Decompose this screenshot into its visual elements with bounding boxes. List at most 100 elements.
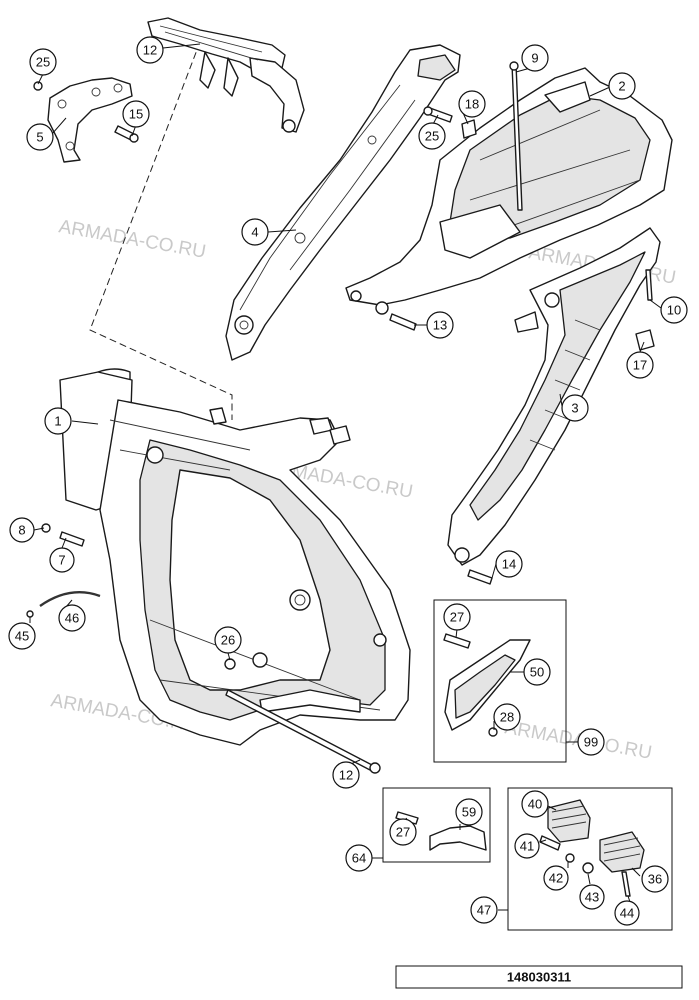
callout-16-label: 17 bbox=[633, 358, 647, 373]
callout-41-label: 41 bbox=[520, 839, 534, 854]
callout-26[interactable]: 26 bbox=[214, 626, 242, 654]
callout-18-label: 25 bbox=[425, 129, 439, 144]
callout-18[interactable]: 25 bbox=[418, 122, 446, 150]
callout-4-label: 4 bbox=[251, 225, 258, 240]
callout-64[interactable]: 64 bbox=[345, 844, 373, 872]
callout-27-kit99-label: 27 bbox=[450, 610, 464, 625]
part-12-bolt bbox=[225, 689, 381, 774]
callout-27-kit64-label: 27 bbox=[396, 825, 410, 840]
document-number: 148030311 bbox=[507, 970, 571, 985]
callout-36[interactable]: 36 bbox=[641, 865, 669, 893]
part-47-hose bbox=[39, 591, 101, 607]
callout-99-label: 99 bbox=[584, 735, 598, 750]
callout-44-label: 44 bbox=[620, 906, 634, 921]
callout-25[interactable]: 25 bbox=[29, 48, 57, 76]
part-5-bracket bbox=[47, 77, 133, 163]
callout-42[interactable]: 42 bbox=[543, 865, 569, 891]
callout-28-label: 28 bbox=[500, 710, 514, 725]
part-16-bushing bbox=[635, 329, 655, 351]
callout-3-label: 3 bbox=[571, 401, 578, 416]
callout-46[interactable]: 45 bbox=[8, 622, 36, 650]
callout-9-label: 8 bbox=[18, 523, 25, 538]
callout-7-label: 12 bbox=[143, 43, 157, 58]
callout-26-label: 26 bbox=[221, 633, 235, 648]
callout-14-label: 14 bbox=[502, 557, 516, 572]
callout-7[interactable]: 12 bbox=[136, 36, 164, 64]
part-4-subframe-rail bbox=[225, 44, 461, 361]
part-26-nut bbox=[224, 658, 236, 670]
callout-64-label: 64 bbox=[352, 851, 366, 866]
callout-41[interactable]: 41 bbox=[514, 833, 540, 859]
callout-10-top-label: 9 bbox=[531, 51, 538, 66]
callout-50-label: 50 bbox=[530, 665, 544, 680]
callout-43-label: 43 bbox=[585, 890, 599, 905]
callout-13[interactable]: 13 bbox=[426, 311, 454, 339]
callout-2-label: 2 bbox=[618, 79, 625, 94]
callout-59[interactable]: 59 bbox=[455, 798, 483, 826]
callout-17-label: 18 bbox=[465, 97, 479, 112]
callout-15[interactable]: 15 bbox=[122, 100, 150, 128]
callout-99[interactable]: 99 bbox=[577, 728, 605, 756]
part-25-nut bbox=[33, 81, 43, 91]
callout-5[interactable]: 5 bbox=[26, 123, 54, 151]
callout-12[interactable]: 12 bbox=[332, 761, 360, 789]
callout-46-label: 45 bbox=[15, 629, 29, 644]
callout-5-label: 5 bbox=[36, 130, 43, 145]
callout-25-label: 25 bbox=[36, 55, 50, 70]
callout-1-label: 1 bbox=[54, 414, 61, 429]
callout-47-label: 46 bbox=[65, 611, 79, 626]
callout-43[interactable]: 43 bbox=[579, 884, 605, 910]
part-8-bolt bbox=[59, 531, 85, 547]
callout-27-kit64[interactable]: 27 bbox=[389, 818, 417, 846]
part-10-bolt-top bbox=[509, 61, 523, 211]
document-number-box bbox=[395, 965, 683, 989]
callout-3[interactable]: 3 bbox=[561, 394, 589, 422]
callout-10-right-label: 10 bbox=[667, 303, 681, 318]
part-18-bolt bbox=[423, 106, 453, 123]
callout-27-kit99[interactable]: 27 bbox=[443, 603, 471, 631]
callout-50[interactable]: 50 bbox=[523, 658, 551, 686]
part-14-bolt bbox=[467, 569, 493, 585]
part-7-bracket bbox=[147, 17, 305, 133]
callout-17[interactable]: 18 bbox=[458, 90, 486, 118]
kit-64-chain-slider bbox=[382, 787, 491, 863]
callout-4[interactable]: 4 bbox=[241, 218, 269, 246]
callout-45-label: 47 bbox=[477, 903, 491, 918]
callout-16[interactable]: 17 bbox=[626, 351, 654, 379]
callout-28[interactable]: 28 bbox=[493, 703, 521, 731]
callout-9[interactable]: 8 bbox=[9, 517, 35, 543]
callout-12-label: 12 bbox=[339, 768, 353, 783]
kit-45-footpegs bbox=[507, 787, 673, 931]
callout-10-right[interactable]: 10 bbox=[660, 296, 688, 324]
callouts: 12 25 5 15 4 9 2 18 25 13 10 17 3 14 1 8… bbox=[8, 36, 688, 926]
part-46-clip bbox=[26, 610, 34, 618]
kit-45-box bbox=[507, 787, 673, 931]
callout-8-label: 7 bbox=[58, 553, 65, 568]
part-10-bolt-right bbox=[645, 269, 653, 301]
watermark-1: ARMADA-CO.RU bbox=[57, 216, 207, 263]
part-2-rear-subframe bbox=[345, 67, 673, 315]
callout-59-label: 59 bbox=[462, 805, 476, 820]
kit-99-box bbox=[433, 599, 567, 763]
callout-42-label: 42 bbox=[549, 871, 563, 886]
kit-64-box bbox=[382, 787, 491, 863]
callout-8[interactable]: 7 bbox=[49, 547, 75, 573]
callout-13-label: 13 bbox=[433, 318, 447, 333]
kit-99-chain-guide bbox=[433, 599, 567, 763]
callout-40[interactable]: 40 bbox=[521, 790, 549, 818]
callout-44[interactable]: 44 bbox=[614, 900, 640, 926]
callout-1[interactable]: 1 bbox=[44, 407, 72, 435]
callout-45[interactable]: 47 bbox=[470, 896, 498, 924]
part-17-bushing bbox=[461, 119, 477, 139]
callout-47[interactable]: 46 bbox=[58, 604, 86, 632]
part-3-subframe-rail bbox=[447, 227, 661, 566]
callout-15-label: 15 bbox=[129, 107, 143, 122]
callout-14[interactable]: 14 bbox=[495, 550, 523, 578]
callout-10-top[interactable]: 9 bbox=[521, 44, 549, 72]
callout-36-label: 36 bbox=[648, 872, 662, 887]
callout-2[interactable]: 2 bbox=[608, 72, 636, 100]
part-1-main-frame bbox=[59, 368, 411, 746]
part-13-bolt bbox=[389, 313, 417, 331]
document-number-plate: 148030311 bbox=[395, 965, 683, 989]
